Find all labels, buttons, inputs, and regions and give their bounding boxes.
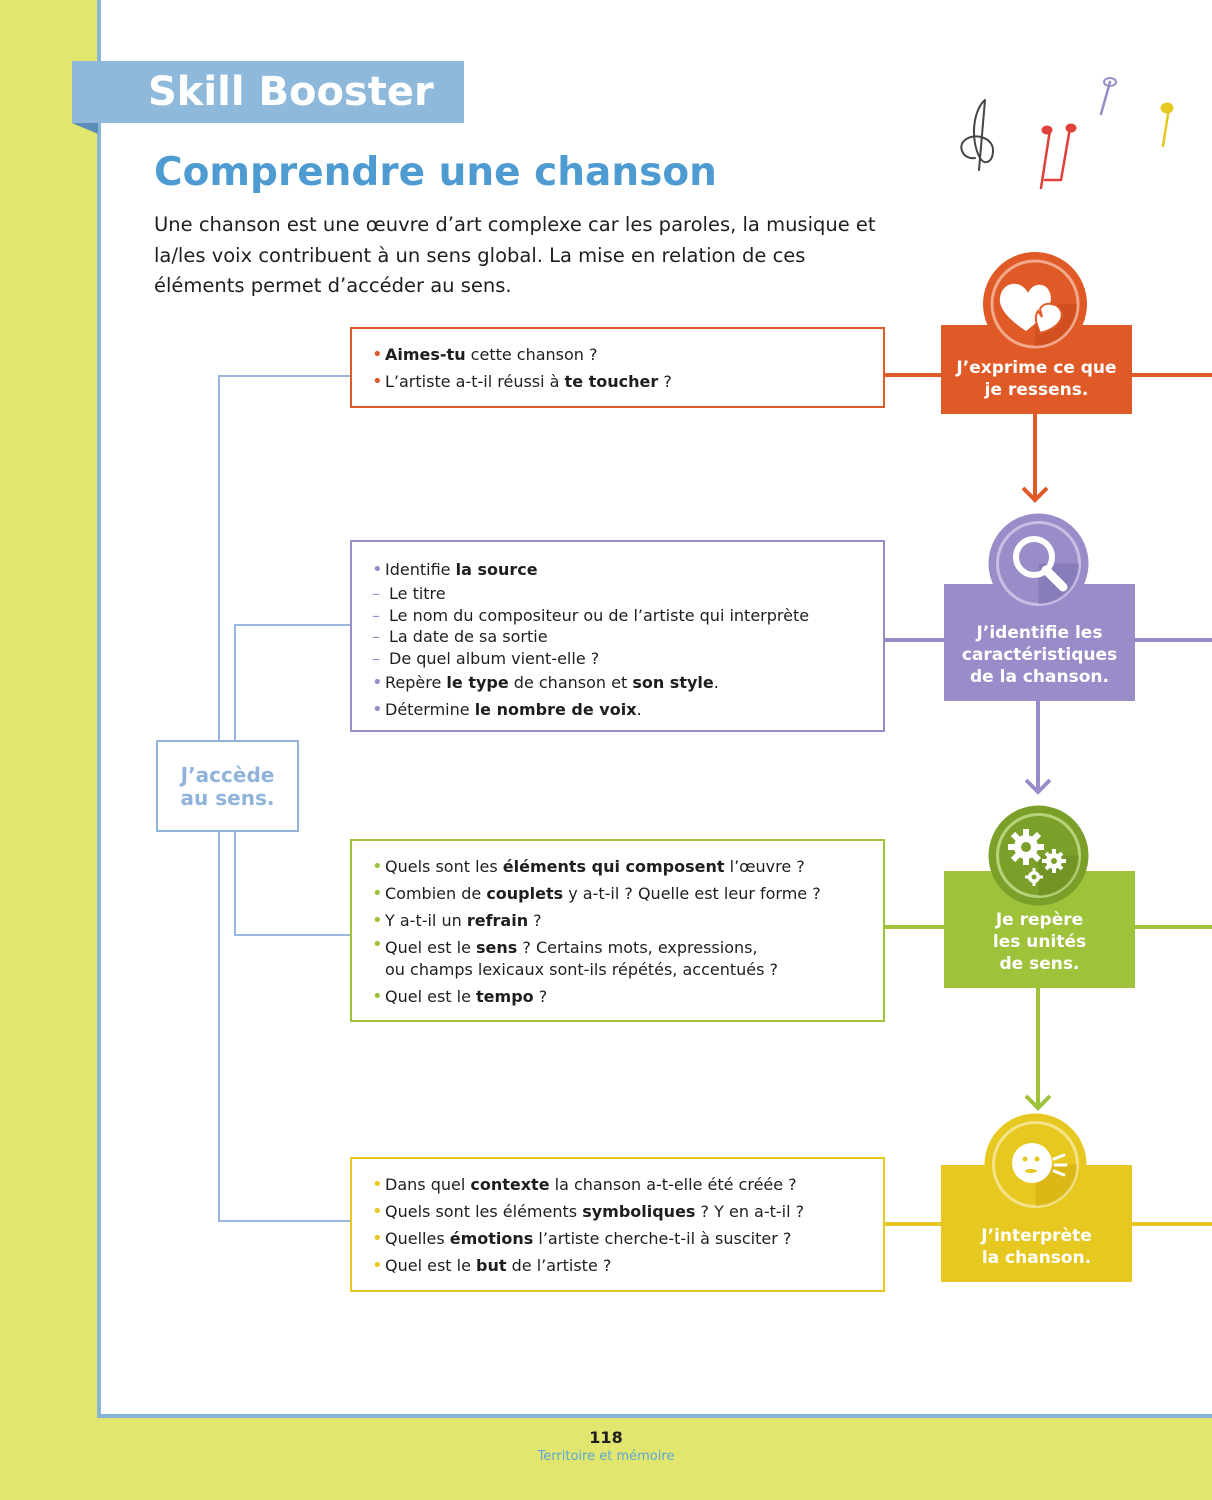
list-item-continuation: ou champs lexicaux sont-ils répétés, acc…: [385, 959, 779, 979]
list-item: Quel est le but de l’artiste ?: [372, 1252, 867, 1279]
page-title: Comprendre une chanson: [154, 150, 717, 195]
gears-icon: [988, 805, 1089, 906]
banner-fold: [72, 123, 98, 134]
sub-item-composer: Le nom du compositeur ou de l’artiste qu…: [372, 605, 867, 627]
list-item: Détermine le nombre de voix.: [372, 696, 867, 723]
step-line: les unités: [992, 932, 1087, 952]
access-line-1: J’accède: [180, 763, 275, 787]
list-item: Quel est le tempo ?: [372, 983, 867, 1010]
sub-item-title: Le titre: [372, 583, 867, 605]
identify-questions-box: Identifie la source Le titre Le nom du c…: [350, 540, 885, 732]
step-line: caractéristiques: [961, 645, 1118, 665]
list-item: Quels sont les éléments symboliques ? Y …: [372, 1198, 867, 1225]
page-number: 118: [589, 1428, 623, 1447]
list-item: Dans quel contexte la chanson a-t-elle é…: [372, 1171, 867, 1198]
step-line: de sens.: [999, 954, 1080, 974]
list-item: Quels sont les éléments qui composent l’…: [372, 853, 867, 880]
list-item: Y a-t-il un refrain ?: [372, 907, 867, 934]
step-line: la chanson.: [981, 1248, 1092, 1268]
skill-booster-banner: Skill Booster: [72, 61, 464, 123]
step-line: Je repère: [995, 910, 1084, 930]
sub-item-date: La date de sa sortie: [372, 626, 867, 648]
music-notes-icon: [960, 77, 1174, 190]
interpret-questions-box: Dans quel contexte la chanson a-t-elle é…: [350, 1157, 885, 1292]
list-item: L’artiste a-t-il réussi à te toucher ?: [372, 368, 867, 395]
step-line: de la chanson.: [970, 667, 1109, 687]
step-meaning-units: Je repère les unités de sens.: [944, 871, 1135, 988]
access-meaning-box: J’accède au sens.: [156, 740, 299, 832]
list-item: Quelles émotions l’artiste cherche-t-il …: [372, 1225, 867, 1252]
step-line: J’exprime ce que: [956, 358, 1117, 378]
access-line-2: au sens.: [180, 786, 275, 810]
step-line: je ressens.: [984, 380, 1089, 400]
list-item: Aimes-tu cette chanson ?: [372, 341, 867, 368]
units-questions-box: Quels sont les éléments qui composent l’…: [350, 839, 885, 1022]
list-item: Quel est le sens ? Certains mots, expres…: [372, 934, 867, 959]
intro-paragraph: Une chanson est une œuvre d’art complexe…: [154, 213, 876, 297]
step-line: J’identifie les: [976, 623, 1103, 643]
step-line: J’interprète: [981, 1226, 1092, 1246]
magnifier-icon: [988, 513, 1089, 614]
broken-heart-icon: [983, 252, 1087, 356]
list-item: Combien de couplets y a-t-il ? Quelle es…: [372, 880, 867, 907]
sub-item-album: De quel album vient-elle ?: [372, 648, 867, 670]
section-name: Territoire et mémoire: [537, 1449, 675, 1464]
list-item: Repère le type de chanson et son style.: [372, 669, 867, 696]
list-item: Identifie la source: [372, 556, 867, 583]
singing-face-icon: [984, 1113, 1087, 1216]
feel-questions-box: Aimes-tu cette chanson ? L’artiste a-t-i…: [350, 327, 885, 408]
